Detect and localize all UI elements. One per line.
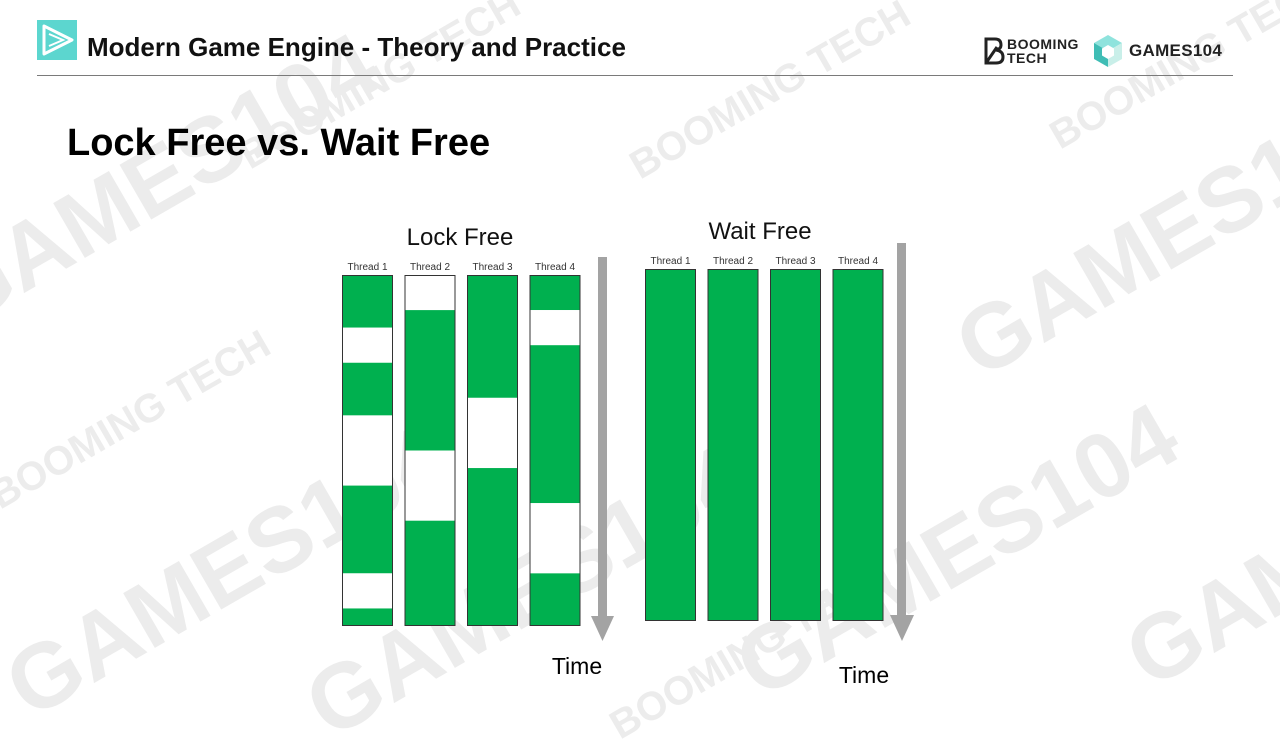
wait-free-thread-bar [645,269,696,621]
wait-free-thread-bar [770,269,821,621]
lock-free-thread-label: Thread 4 [535,262,575,273]
lock-free-title: Lock Free [407,224,514,251]
lock-free-thread-label: Thread 2 [410,262,450,273]
lock-free-segment-busy [342,362,393,416]
lock-free-thread-label: Thread 1 [347,262,387,273]
lock-free-thread-bar [467,275,518,626]
slide-title: Lock Free vs. Wait Free [67,122,491,164]
lock-free-segment-busy [404,310,456,451]
lock-free-thread-bar [342,275,393,626]
wait-free-segment-busy [645,269,696,621]
slide-logo-icon [37,20,77,60]
lock-free-segment-blocked [529,503,581,574]
booming-label: BOOMING [1007,36,1079,52]
games104-label: GAMES104 [1129,41,1223,60]
lock-free-segment-blocked [404,275,456,311]
lock-free-time-arrow [591,257,614,641]
lock-free-segment-busy [529,573,581,626]
booming-tech-mark-icon [984,37,1005,65]
lock-free-thread-bar [529,275,581,626]
tech-label: TECH [1007,50,1048,66]
wait-free-thread-bar [832,269,884,621]
lock-free-segment-busy [342,485,393,574]
wait-free-segment-busy [770,269,821,621]
wait-free-thread-label: Thread 3 [775,256,815,267]
lock-free-segment-busy [404,520,456,626]
lock-free-segment-blocked [342,327,393,363]
games104-cube-icon [1094,35,1122,67]
wait-free-thread-label: Thread 4 [838,256,878,267]
wait-free-thread-label: Thread 1 [650,256,690,267]
wait-free-time-arrow [890,243,914,641]
lock-free-segment-busy [467,275,518,398]
lock-free-thread-label: Thread 3 [472,262,512,273]
course-title: Modern Game Engine - Theory and Practice [87,32,626,62]
wait-free-threads: Thread 1 Thread 2 Thread 3 Thread 4 [645,256,884,621]
lock-free-segment-blocked [529,310,581,346]
lock-free-segment-busy [529,345,581,504]
booming-tech-logo: BOOMING TECH [983,34,1079,68]
lock-free-segment-busy [529,275,581,311]
wait-free-time-label: Time [839,662,889,688]
lock-free-thread-bar [404,275,456,626]
header-divider [37,75,1233,76]
lock-free-segment-blocked [467,397,518,469]
games104-logo: GAMES104 [1093,34,1222,68]
lock-free-segment-blocked [404,450,456,521]
lock-free-threads: Thread 1 Thread 2 Thread 3 Thread 4 [342,262,581,626]
wait-free-thread-label: Thread 2 [713,256,753,267]
lock-free-segment-busy [342,275,393,328]
wait-free-title: Wait Free [708,218,811,245]
lock-free-segment-busy [467,468,518,626]
lock-free-time-label: Time [552,653,602,679]
lock-free-segment-blocked [342,573,393,609]
wait-free-segment-busy [707,269,759,621]
lock-free-segment-blocked [342,415,393,486]
wait-free-segment-busy [832,269,884,621]
wait-free-thread-bar [707,269,759,621]
lock-free-segment-busy [342,608,393,626]
